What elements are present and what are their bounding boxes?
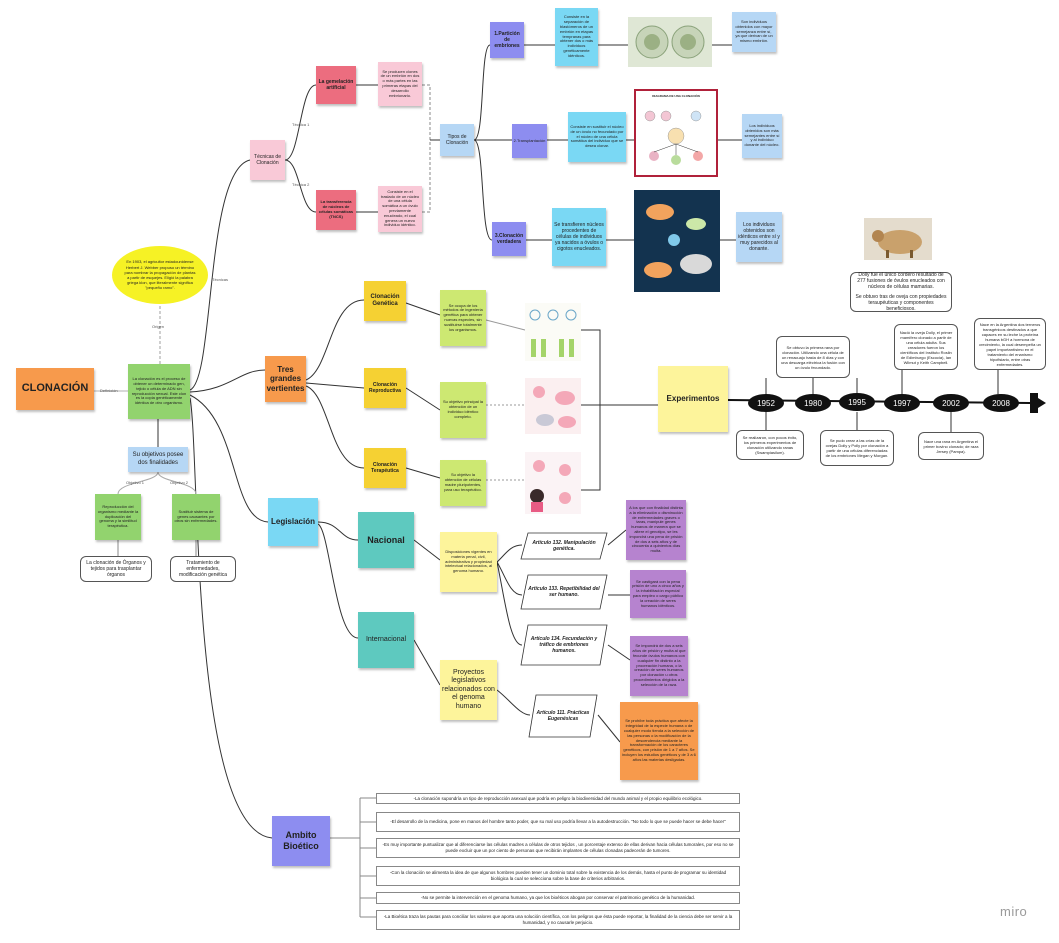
dolly-sheep-image (864, 218, 932, 260)
tipo-1-node[interactable]: 1.Partición de embriones (490, 22, 524, 58)
event-1952[interactable]: Se realizaron, con pocos éxito, los prim… (736, 430, 804, 460)
edge-label-objetivo-1: Objetivo 1 (126, 480, 145, 485)
edge-label-tecnicas: Técnicas (212, 277, 229, 282)
terapeutica-desc[interactable]: Su objetivo la obtención de células madr… (440, 460, 486, 506)
tipos-node[interactable]: Tipos de Clonación (440, 124, 474, 156)
edge-label-tecnica-2: Técnica 2 (292, 182, 310, 187)
articulo-134[interactable]: Artículo 134. Fecundación y tráfico de e… (520, 624, 608, 666)
objective-1-node[interactable]: Reproducción del organismo mediante la d… (95, 494, 141, 540)
event-1980[interactable]: Se obtuvo la primera rana por clonación.… (776, 336, 850, 378)
terapeutica-node[interactable]: Clonación Terapéutica (364, 448, 406, 488)
bioetico-item-3[interactable]: -Es muy importante puntualizar que al di… (376, 838, 740, 858)
timeline-year-2002[interactable]: 2002 (933, 394, 969, 412)
reproductiva-node[interactable]: Clonación Reproductiva (364, 368, 406, 408)
tipo-2-result[interactable]: Los individuos obtenidos son más semejan… (742, 114, 782, 158)
event-1997[interactable]: Nació la oveja Dolly, el primer mamífero… (894, 324, 958, 370)
bioetico-node[interactable]: Ambito Bioético (272, 816, 330, 866)
event-2008[interactable]: Nace en la Argentina dos terneros transg… (974, 318, 1046, 370)
bioetico-item-5[interactable]: -No se permite la intervención en el gen… (376, 892, 740, 904)
bioetico-item-4[interactable]: -Con la clonación se alimenta la idea de… (376, 866, 740, 886)
event-1995[interactable]: Se pudo crear a las crías de la ovejas D… (820, 430, 894, 466)
definition-node[interactable]: La clonación es el proceso de obtener un… (128, 364, 190, 419)
nacional-desc[interactable]: Disposiciones vigentes en materia penal,… (440, 532, 497, 592)
objectives-node[interactable]: Su objetivos posee dos finalidades (128, 447, 188, 472)
timeline-year-1952[interactable]: 1952 (748, 394, 784, 412)
tipo-2-node[interactable]: 2.Transplantación (512, 124, 547, 158)
articulo-111-desc[interactable]: Se prohíbe toda práctica que afecte la i… (620, 702, 698, 780)
tipo-3-node[interactable]: 3.Clonación verdadera (492, 222, 526, 256)
miro-logo: miro (1000, 904, 1028, 919)
nacional-node[interactable]: Nacional (358, 512, 414, 568)
timeline-year-1997[interactable]: 1997 (884, 394, 920, 412)
reproductive-cloning-image (525, 378, 581, 434)
vertientes-node[interactable]: Tres grandes vertientes (265, 356, 306, 402)
edge-label-objetivo-2: Objetivo 2 (170, 480, 189, 485)
bioetico-item-6[interactable]: -La Bioética traza las pautas para conci… (376, 910, 740, 930)
genetic-cloning-image (525, 303, 581, 361)
edge-label-tecnica-1: Técnica 1 (292, 122, 310, 127)
cloning-diagram-image: DIAGRAMA DE UNA CLONACIÓN (634, 89, 718, 177)
bioetico-item-2[interactable]: -El desarrollo de la medicina, pone en m… (376, 812, 740, 832)
articulo-134-desc[interactable]: Se impondrá de dos a seis años de prisió… (630, 636, 688, 696)
tipo-1-desc[interactable]: Consiste en la separación de blastómeros… (555, 8, 598, 66)
articulo-132-desc[interactable]: A los que con finalidad distinta a la el… (626, 500, 686, 560)
edge-label-origen: Origen (152, 324, 165, 329)
objective-1-example[interactable]: La clonación de Órganos y tejidos para t… (80, 556, 152, 582)
root-node[interactable]: CLONACIÓN (16, 368, 94, 410)
embryo-partition-image (628, 17, 712, 67)
internacional-desc[interactable]: Proyectos legislativos relacionados con … (440, 660, 497, 720)
reproductiva-desc[interactable]: Su objetivo principal la obtención de un… (440, 382, 486, 438)
dolly-note[interactable]: Dolly fue el único cordero resultado de … (850, 272, 952, 312)
internacional-node[interactable]: Internacional (358, 612, 414, 668)
articulo-132[interactable]: Artículo 132. Manipulación genética. (520, 532, 608, 560)
timeline-year-1995[interactable]: 1995 (839, 393, 875, 411)
objective-2-example[interactable]: Tratamiento de enfermedades, modificació… (170, 556, 236, 582)
legislacion-node[interactable]: Legislación (268, 498, 318, 546)
therapeutic-cloning-image (525, 452, 581, 514)
timeline-year-1980[interactable]: 1980 (795, 394, 831, 412)
tecnica-1-node[interactable]: La gemelación artificial (316, 66, 356, 104)
timeline-year-2008[interactable]: 2008 (983, 394, 1019, 412)
tecnica-2-node[interactable]: La transferencia de núcleos de células s… (316, 190, 356, 230)
pig-cloning-image (634, 190, 720, 292)
articulo-133-label: Artículo 133. Repetibilidad del ser huma… (528, 585, 600, 598)
tipo-2-desc[interactable]: Consiste en sustituir el núcleo de un óv… (568, 112, 626, 162)
genetica-desc[interactable]: Se ocupa de los métodos de ingeniería ge… (440, 290, 486, 346)
tipo-3-desc[interactable]: Se transfieren núcleos procedentes de cé… (552, 208, 606, 266)
tipo-3-result[interactable]: Los individuos obtenidos son idénticos e… (736, 212, 782, 262)
bioetico-item-1[interactable]: -La clonación supondría un tipo de repro… (376, 793, 740, 804)
diagram-caption: DIAGRAMA DE UNA CLONACIÓN (652, 94, 700, 98)
articulo-111-label: Artículo 111. Prácticas Eugenésicas (536, 709, 590, 722)
tipo-1-result[interactable]: Son individuos obtenidos con mayor semej… (732, 12, 776, 52)
articulo-133-desc[interactable]: Se castigará con la pena prisión de uno … (630, 570, 686, 618)
tecnicas-node[interactable]: Técnicas de Clonación (250, 140, 285, 180)
edge-label-definicion: Definición (100, 388, 118, 393)
dolly-note-line-2: Se obtuvo tras de oveja con propiedades … (855, 293, 947, 313)
articulo-132-label: Artículo 132. Manipulación genética. (532, 539, 596, 552)
origin-cloud[interactable]: En 1903, el agricultor estadounidense He… (112, 246, 208, 304)
tecnica-1-desc[interactable]: Se producen clones de un embrión en dos … (378, 62, 422, 106)
tecnica-2-desc[interactable]: Consiste en el traslado de un núcleo de … (378, 186, 422, 232)
objective-2-node[interactable]: Sustituir sistema de genes causantes por… (172, 494, 220, 540)
genetica-node[interactable]: Clonación Genética (364, 281, 406, 321)
articulo-134-label: Artículo 134. Fecundación y tráfico de e… (530, 635, 598, 655)
experimentos-node[interactable]: Experimentos (658, 366, 728, 432)
articulo-133[interactable]: Artículo 133. Repetibilidad del ser huma… (520, 574, 608, 610)
articulo-111[interactable]: Artículo 111. Prácticas Eugenésicas (528, 694, 598, 738)
event-2002[interactable]: Nace una rana en Argentina el primer bov… (918, 432, 984, 460)
dolly-note-line-1: Dolly fue el único cordero resultado de … (857, 271, 945, 291)
